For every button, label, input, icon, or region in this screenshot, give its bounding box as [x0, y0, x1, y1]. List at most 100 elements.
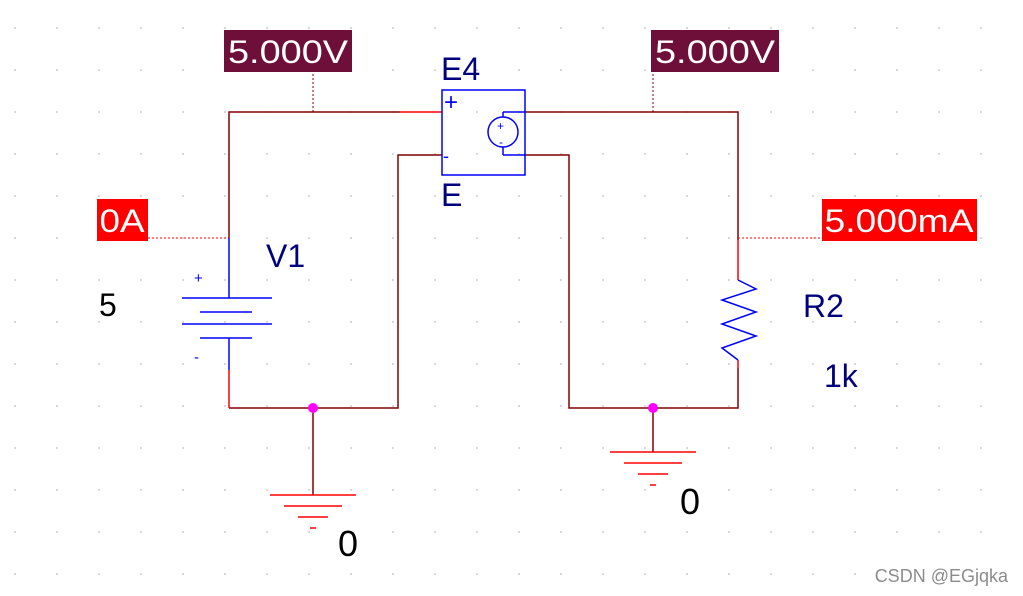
- grid-dot: [938, 279, 940, 281]
- grid-dot: [770, 279, 772, 281]
- grid-dot: [392, 405, 394, 407]
- grid-dot: [854, 447, 856, 449]
- node-dot-left[interactable]: [308, 403, 318, 413]
- grid-dot: [728, 363, 730, 365]
- grid-dot: [812, 153, 814, 155]
- r2-ref-label[interactable]: R2: [803, 288, 844, 324]
- wire-top-left[interactable]: [228, 111, 400, 238]
- probe-leaders: [312, 72, 654, 112]
- wire-top-right[interactable]: [525, 111, 739, 240]
- grid-dot: [686, 195, 688, 197]
- grid-dot: [392, 69, 394, 71]
- grid-dot: [518, 279, 520, 281]
- grid-dot: [770, 447, 772, 449]
- grid-dot: [56, 195, 58, 197]
- grid-dot: [56, 531, 58, 533]
- grid-dot: [896, 195, 898, 197]
- grid-dot: [182, 195, 184, 197]
- grid-dot: [980, 573, 982, 575]
- grid-dot: [140, 279, 142, 281]
- voltage-marker-right[interactable]: 5.000V: [655, 34, 776, 70]
- grid-dot: [350, 573, 352, 575]
- grid-dot: [980, 531, 982, 533]
- grid-dot: [434, 363, 436, 365]
- grid-dot: [686, 27, 688, 29]
- grid-dot: [56, 321, 58, 323]
- grid-dot: [896, 447, 898, 449]
- v1-value-label[interactable]: 5: [99, 287, 117, 323]
- grid-dot: [812, 489, 814, 491]
- grid-dot: [140, 69, 142, 71]
- ground-left-icon[interactable]: [270, 494, 356, 529]
- grid-dot: [728, 153, 730, 155]
- battery-v1-icon[interactable]: [182, 238, 272, 370]
- grid-dot: [686, 153, 688, 155]
- grid-dot: [14, 363, 16, 365]
- ground-right-icon[interactable]: [610, 451, 696, 486]
- grid-dot: [896, 279, 898, 281]
- grid-dot: [980, 111, 982, 113]
- grid-dot: [14, 405, 16, 407]
- grid-dot: [434, 321, 436, 323]
- e4-ref-label[interactable]: E4: [441, 51, 480, 87]
- grid-dot: [560, 69, 562, 71]
- grid-dot: [434, 69, 436, 71]
- vcvs-e4-icon[interactable]: [441, 89, 526, 176]
- grid-dot: [308, 195, 310, 197]
- grid-dot: [14, 111, 16, 113]
- grid-dot: [98, 279, 100, 281]
- grid-dot: [980, 321, 982, 323]
- grid-dot: [98, 153, 100, 155]
- grid-dot: [602, 195, 604, 197]
- grid-dot: [980, 447, 982, 449]
- grid-dot: [434, 237, 436, 239]
- grid-dot: [392, 153, 394, 155]
- grid-dot: [896, 27, 898, 29]
- wire-e-minus[interactable]: [229, 154, 442, 409]
- grid-dot: [644, 573, 646, 575]
- r2-value-label[interactable]: 1k: [824, 358, 859, 394]
- grid-dot: [140, 195, 142, 197]
- current-marker-source[interactable]: 0A: [100, 203, 146, 239]
- wires: [228, 111, 739, 495]
- grid-dot: [14, 531, 16, 533]
- grid-dot: [812, 531, 814, 533]
- grid-dot: [182, 69, 184, 71]
- grid-dot: [308, 27, 310, 29]
- grid-dot: [98, 363, 100, 365]
- grid-dot: [140, 321, 142, 323]
- grid-dot: [560, 489, 562, 491]
- grid-dot: [896, 363, 898, 365]
- grid-dot: [140, 27, 142, 29]
- grid-dot: [644, 153, 646, 155]
- grid-dot: [14, 447, 16, 449]
- grid-dot: [728, 405, 730, 407]
- grid-dot: [644, 447, 646, 449]
- grid-dot: [518, 531, 520, 533]
- resistor-r2-icon[interactable]: [719, 279, 759, 361]
- grid-dot: [938, 405, 940, 407]
- current-marker-load[interactable]: 5.000mA: [825, 203, 975, 239]
- grid-dot: [14, 69, 16, 71]
- voltage-marker-left[interactable]: 5.000V: [228, 34, 349, 70]
- grid-dot: [308, 447, 310, 449]
- grid-dot: [560, 573, 562, 575]
- grid-dot: [308, 531, 310, 533]
- grid-dot: [938, 489, 940, 491]
- wire-e-out-minus[interactable]: [525, 154, 739, 409]
- grid-dot: [602, 153, 604, 155]
- grid-dot: [434, 279, 436, 281]
- grid-dot: [266, 573, 268, 575]
- grid-dot: [560, 531, 562, 533]
- grid-dot: [602, 531, 604, 533]
- grid-dot: [224, 153, 226, 155]
- grid-dot: [98, 195, 100, 197]
- node-dot-right[interactable]: [648, 403, 658, 413]
- grid-dot: [770, 153, 772, 155]
- grid-dot: [854, 573, 856, 575]
- grid-dot: [560, 405, 562, 407]
- grid-dot: [182, 279, 184, 281]
- grid-dot: [140, 447, 142, 449]
- grid-dot: [854, 405, 856, 407]
- v1-ref-label[interactable]: V1: [266, 238, 305, 274]
